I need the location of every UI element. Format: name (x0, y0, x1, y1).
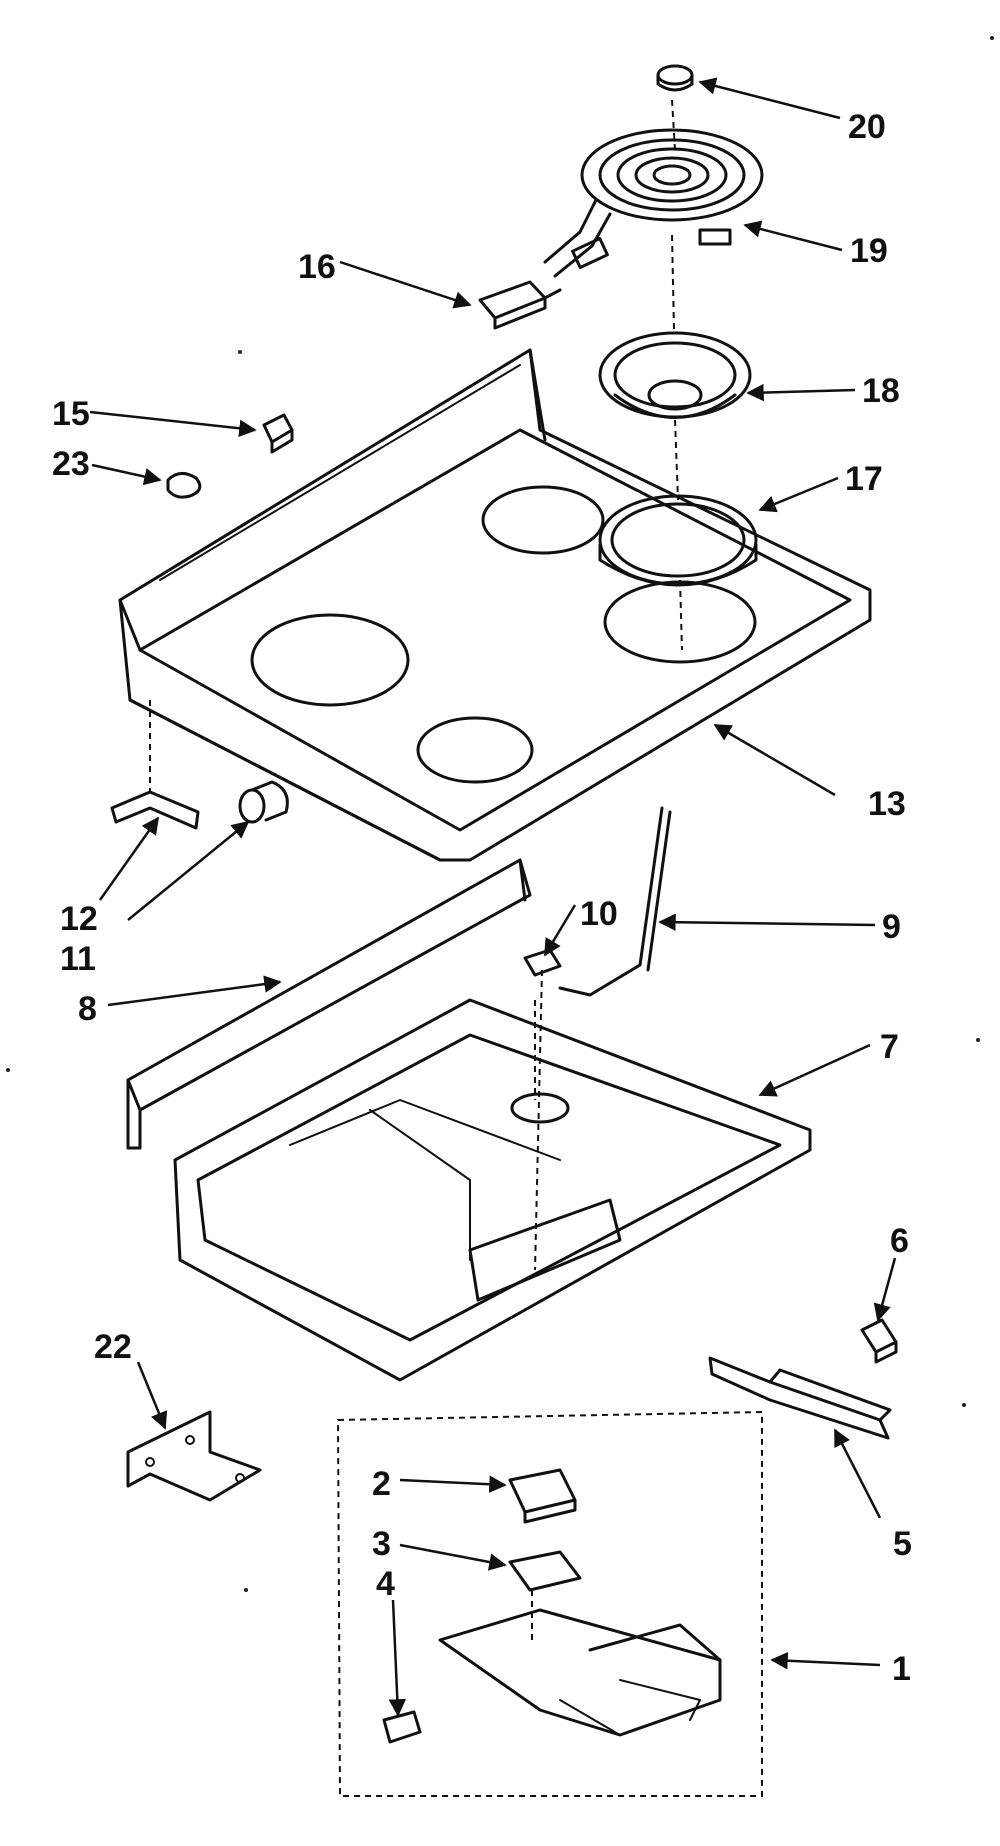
callout-20: 20 (848, 108, 886, 146)
scan-specks (6, 36, 994, 1592)
callout-9: 9 (882, 908, 901, 946)
part-20-cap (656, 64, 694, 92)
part-5-bracket-bar (708, 1356, 892, 1440)
part-3-plate (508, 1550, 582, 1640)
part-8-panel (126, 858, 532, 1150)
callout-16: 16 (298, 248, 336, 286)
part-15-clip (262, 413, 294, 454)
part-22-bracket (126, 1410, 262, 1502)
part-9-rod (558, 806, 672, 997)
callout-3: 3 (372, 1525, 391, 1563)
part-6-connector (860, 1318, 898, 1364)
part-1-switch-assembly (336, 1410, 763, 1797)
part-2-switch (508, 1468, 577, 1524)
callout-2: 2 (372, 1465, 391, 1503)
callout-18: 18 (862, 372, 900, 410)
part-16-terminal-block (478, 280, 562, 330)
part-11-bushing (238, 780, 289, 824)
center-axis (671, 99, 683, 651)
part-13-cooktop (118, 348, 872, 862)
part-12-bracket (110, 700, 200, 830)
callout-4: 4 (376, 1565, 395, 1603)
callout-10: 10 (580, 895, 618, 933)
part-19-surface-element (543, 128, 764, 278)
callout-6: 6 (890, 1222, 909, 1260)
part-7-burner-box (173, 998, 812, 1382)
callout-5: 5 (893, 1525, 912, 1563)
callout-8: 8 (78, 990, 97, 1028)
callout-labels: 20 19 16 18 17 15 23 13 12 11 10 9 8 7 6… (52, 108, 912, 1688)
part-10-bracket (523, 948, 562, 1271)
leader-lines (89, 77, 897, 1717)
callout-13: 13 (868, 785, 906, 823)
callout-12: 12 (60, 900, 98, 938)
part-23-clip (166, 472, 202, 499)
callout-7: 7 (880, 1028, 899, 1066)
callout-19: 19 (850, 232, 888, 270)
callout-22: 22 (94, 1328, 132, 1366)
callout-17: 17 (845, 460, 883, 498)
part-4-tab (382, 1710, 422, 1744)
callout-15: 15 (52, 395, 90, 433)
callout-11: 11 (60, 940, 96, 978)
part-18-drip-bowl (598, 331, 752, 419)
callout-1: 1 (892, 1650, 911, 1688)
callout-23: 23 (52, 445, 90, 483)
